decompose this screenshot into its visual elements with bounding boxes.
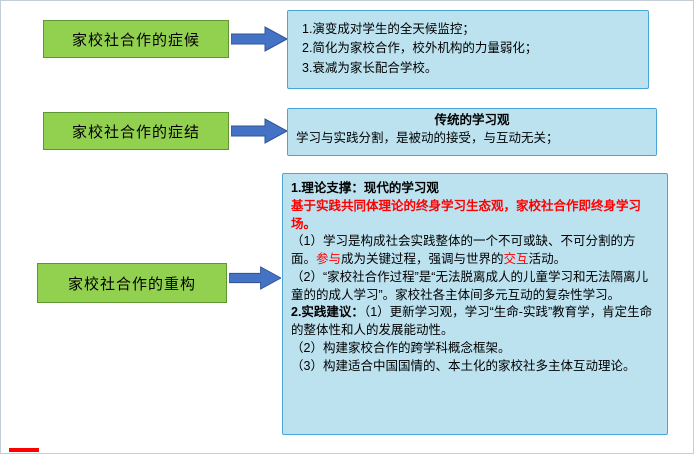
label-text-crux: 家校社合作的症结 — [71, 123, 200, 141]
label-box-crux: 家校社合作的症结 — [43, 112, 229, 150]
arrow-right-icon — [231, 26, 287, 52]
text-segment: 2.实践建议： — [291, 305, 364, 320]
content-box-reconstruction: 1.理论支撑：现代的学习观基于实践共同体理论的终身学习生态观，家校社合作即终身学… — [282, 173, 668, 435]
label-box-reconstruction: 家校社合作的重构 — [37, 263, 227, 303]
text-segment: 交互 — [503, 252, 529, 266]
text-paragraph: （2）构建家校合作的跨学科概念框架。 — [291, 340, 659, 358]
text-paragraph: 3.衰减为家长配合学校。 — [302, 59, 638, 78]
arrow-right-icon — [231, 118, 287, 144]
text-paragraph: （3）构建适合中国国情的、本土化的家校社多主体互动理论。 — [291, 358, 659, 376]
text-segment: 3.衰减为家长配合学校。 — [302, 60, 438, 75]
text-segment: 基于实践共同体理论的终身学习生态观，家校社合作即终身学习场。 — [291, 198, 642, 231]
text-segment: 活动。 — [528, 252, 567, 266]
text-segment: （1）学习是构成社会实践整体的一个不可或缺、不可分割的方面。 — [291, 234, 636, 266]
red-underline-mark — [9, 448, 39, 452]
text-paragraph: 学习与实践分割，是被动的接受，与互动无关； — [296, 130, 648, 148]
text-segment: 2.简化为家校合作，校外机构的力量弱化； — [302, 41, 538, 56]
text-paragraph: 传统的学习观 — [296, 112, 648, 130]
text-paragraph: 2.实践建议：（1）更新学习观，学习“生命-实践”教育学，肯定生命的整体性和人的… — [291, 304, 659, 340]
text-paragraph: （1）学习是构成社会实践整体的一个不可或缺、不可分割的方面。参与成为关键过程，强… — [291, 233, 659, 269]
text-segment: 学习与实践分割，是被动的接受，与互动无关； — [296, 130, 559, 145]
content-box-crux: 传统的学习观学习与实践分割，是被动的接受，与互动无关； — [287, 108, 657, 156]
text-segment: （1）更新学习观，学习“生命-实践”教育学，肯定生命的整体性和人的发展能动性。 — [291, 305, 653, 337]
text-segment: 参与 — [316, 252, 342, 266]
arrow-right-icon — [229, 266, 281, 290]
text-paragraph: 1.理论支撑：现代的学习观 — [291, 180, 659, 198]
text-segment: （3）构建适合中国国情的、本土化的家校社多主体互动理论。 — [291, 358, 636, 373]
text-paragraph: 1.演变成对学生的全天候监控； — [302, 20, 638, 39]
text-paragraph: 2.简化为家校合作，校外机构的力量弱化； — [302, 39, 638, 58]
text-segment: （2）“家校社合作过程”是“无法脱离成人的儿童学习和无法隔离儿童的的成人学习”。… — [291, 269, 648, 302]
label-box-symptoms: 家校社合作的症候 — [43, 20, 229, 58]
text-segment: （2）构建家校合作的跨学科概念框架。 — [291, 340, 511, 355]
text-paragraph: 基于实践共同体理论的终身学习生态观，家校社合作即终身学习场。 — [291, 198, 659, 234]
text-paragraph: （2）“家校社合作过程”是“无法脱离成人的儿童学习和无法隔离儿童的的成人学习”。… — [291, 269, 659, 305]
label-text-symptoms: 家校社合作的症候 — [71, 31, 200, 49]
text-segment: 1.理论支撑：现代的学习观 — [291, 181, 439, 195]
content-box-symptoms: 1.演变成对学生的全天候监控； 2.简化为家校合作，校外机构的力量弱化； 3.衰减为… — [287, 10, 649, 89]
label-text-reconstruction: 家校社合作的重构 — [67, 275, 196, 293]
text-segment: 成为关键过程，强调与世界的 — [341, 252, 504, 266]
text-segment: 传统的学习观 — [434, 113, 510, 127]
text-segment: 1.演变成对学生的全天候监控； — [302, 22, 475, 36]
